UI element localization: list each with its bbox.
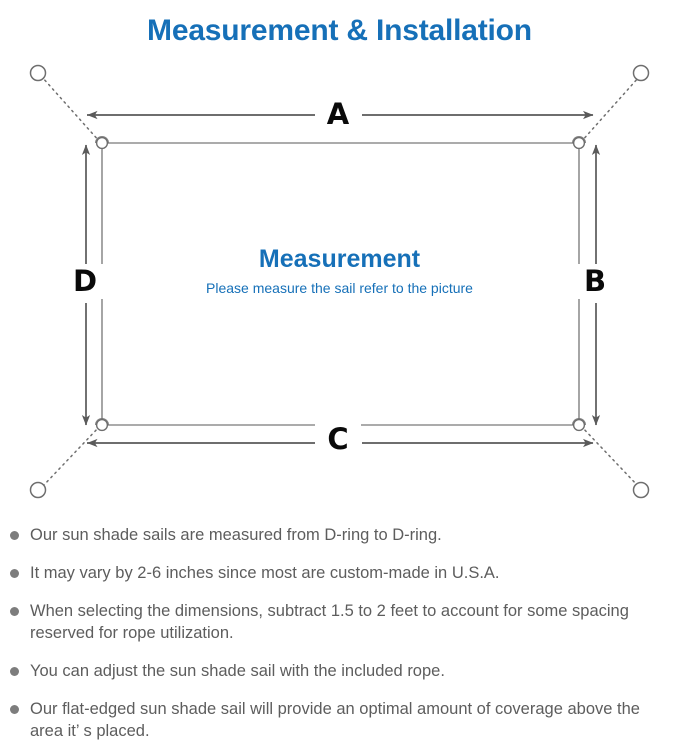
bullet-icon [10, 531, 19, 540]
d-ring-top-left-icon [95, 136, 109, 150]
bullet-icon [10, 569, 19, 578]
bullet-icon [10, 607, 19, 616]
list-item: When selecting the dimensions, subtract … [0, 600, 679, 644]
bullet-icon [10, 667, 19, 676]
notes-list: Our sun shade sails are measured from D-… [0, 524, 679, 742]
bullet-icon [10, 705, 19, 714]
sail-body [101, 142, 580, 426]
note-text: Our flat-edged sun shade sail will provi… [30, 700, 640, 740]
anchor-point-bottom-left-icon [29, 481, 47, 499]
d-ring-bottom-right-icon [572, 418, 586, 432]
anchor-point-top-left-icon [29, 64, 47, 82]
rope-bottom-right [580, 425, 640, 488]
list-item: It may vary by 2-6 inches since most are… [0, 562, 679, 584]
d-ring-bottom-left-icon [95, 418, 109, 432]
rope-top-right [580, 76, 640, 143]
page-title: Measurement & Installation [147, 14, 532, 47]
note-text: Our sun shade sails are measured from D-… [30, 526, 442, 544]
rope-top-left [41, 76, 101, 143]
d-ring-top-right-icon [572, 136, 586, 150]
list-item: Our sun shade sails are measured from D-… [0, 524, 679, 546]
note-text: When selecting the dimensions, subtract … [30, 602, 629, 642]
list-item: Our flat-edged sun shade sail will provi… [0, 698, 679, 742]
note-text: You can adjust the sun shade sail with t… [30, 662, 445, 680]
list-item: You can adjust the sun shade sail with t… [0, 660, 679, 682]
rope-bottom-left [41, 425, 101, 488]
anchor-point-bottom-right-icon [632, 481, 650, 499]
note-text: It may vary by 2-6 inches since most are… [30, 564, 500, 582]
anchor-point-top-right-icon [632, 64, 650, 82]
sail-measurement-diagram [0, 55, 679, 510]
